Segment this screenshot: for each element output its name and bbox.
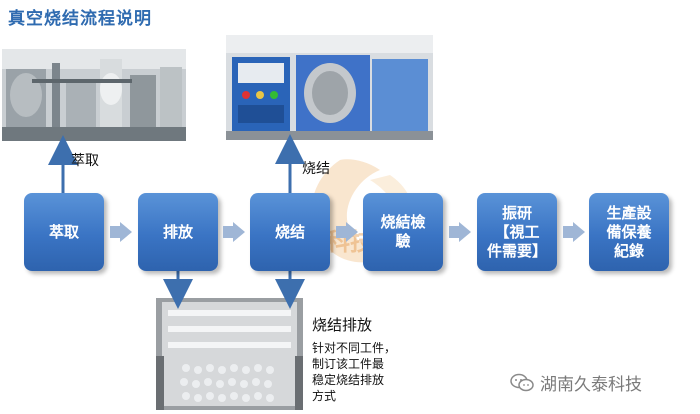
sintering-discharge-photo: [156, 298, 303, 410]
chevron-right-icon: [563, 222, 585, 242]
step-sinter: 烧结: [250, 193, 330, 271]
step-equipment: 生產設 備保養 紀錄: [589, 193, 669, 271]
sinter-discharge-description: 针对不同工件， 制订该工件最 稳定烧结排放 方式: [312, 341, 397, 403]
step-grind: 振研 【視工 件需要】: [477, 193, 557, 271]
sintering-furnace-photo: [226, 35, 433, 140]
brand-name: 湖南久泰科技: [540, 375, 642, 395]
chevron-right-icon: [110, 222, 132, 242]
step-extract: 萃取: [24, 193, 104, 271]
wechat-icon: [510, 373, 534, 391]
callout-sinter: 烧结: [302, 161, 330, 177]
chevron-right-icon: [449, 222, 471, 242]
callout-extract: 萃取: [71, 153, 99, 169]
chevron-right-icon: [223, 222, 245, 242]
callout-sinter-discharge: 烧结排放: [312, 316, 373, 334]
extraction-equipment-photo: [2, 49, 186, 141]
page-title: 真空烧结流程说明: [8, 9, 152, 29]
step-discharge: 排放: [138, 193, 218, 271]
step-inspect: 烧結檢 驗: [363, 193, 443, 271]
chevron-right-icon: [336, 222, 358, 242]
brand-footer: 湖南久泰科技: [510, 370, 642, 395]
